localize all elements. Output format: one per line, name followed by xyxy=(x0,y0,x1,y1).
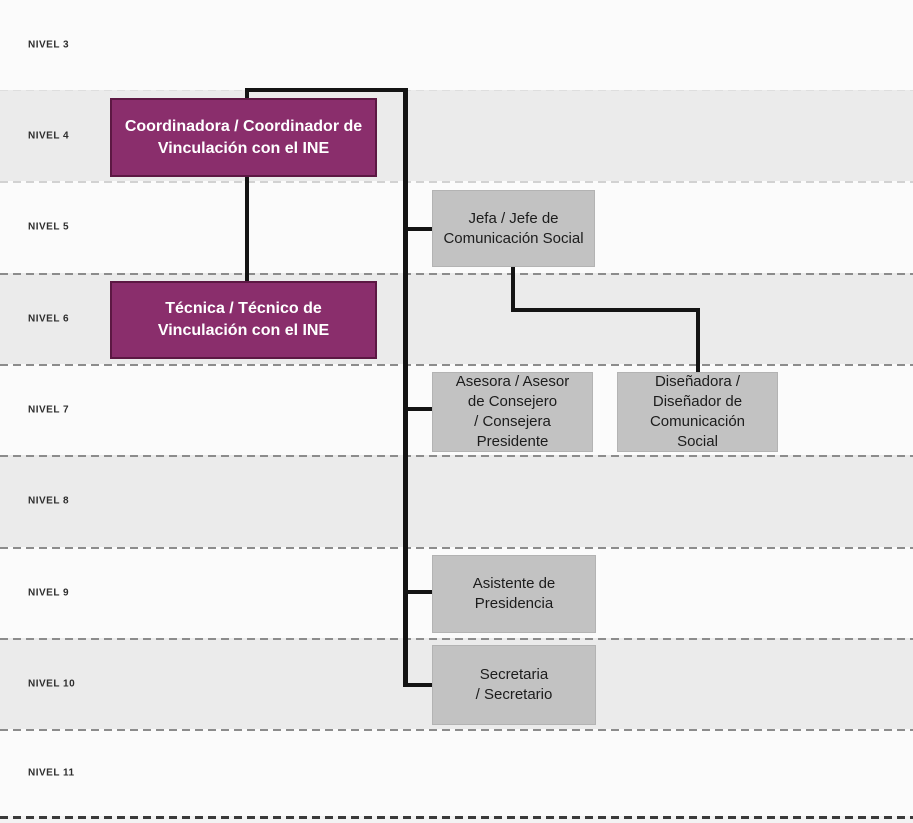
connector-branch-asistente xyxy=(405,590,433,594)
node-tecnico-vinculacion: Técnica / Técnico de Vinculación con el … xyxy=(110,281,377,359)
level-label: NIVEL 7 xyxy=(28,404,70,415)
connector-trunk-vertical xyxy=(403,88,408,687)
level-label: NIVEL 9 xyxy=(28,587,70,598)
level-label: NIVEL 11 xyxy=(28,767,75,779)
level-label: NIVEL 4 xyxy=(28,130,70,141)
level-label: NIVEL 3 xyxy=(28,39,70,51)
connector-disenador-down xyxy=(696,308,700,374)
connector-jefa-disenador-horiz xyxy=(511,308,700,312)
node-disenador-comunicacion: Diseñadora / Diseñador de Comunicación S… xyxy=(617,372,778,452)
connector-branch-jefa xyxy=(405,227,433,231)
connector-jefa-down-stub xyxy=(511,266,515,312)
band-nivel-3: NIVEL 3 xyxy=(0,0,913,90)
level-label: NIVEL 10 xyxy=(28,678,76,689)
node-secretario: Secretaria / Secretario xyxy=(432,645,596,725)
level-label: NIVEL 5 xyxy=(28,221,70,233)
level-label: NIVEL 8 xyxy=(28,495,70,507)
connector-coordinador-top-stub xyxy=(245,88,249,100)
node-asistente-presidencia: Asistente de Presidencia xyxy=(432,555,596,633)
connector-branch-asesor xyxy=(405,407,433,411)
level-label: NIVEL 6 xyxy=(28,313,70,324)
node-coordinador-vinculacion: Coordinadora / Coordinador de Vinculació… xyxy=(110,98,377,177)
connector-top-horizontal xyxy=(245,88,407,92)
node-asesor-consejera-presidente: Asesora / Asesor de Consejero / Consejer… xyxy=(432,372,593,452)
connector-coordinador-tecnico xyxy=(245,177,249,283)
band-nivel-11: NIVEL 11 xyxy=(0,729,913,817)
connector-branch-secretario xyxy=(405,683,433,687)
bottom-boundary-line xyxy=(0,816,913,823)
node-jefe-comunicacion-social: Jefa / Jefe de Comunicación Social xyxy=(432,190,595,267)
band-nivel-8: NIVEL 8 xyxy=(0,455,913,547)
